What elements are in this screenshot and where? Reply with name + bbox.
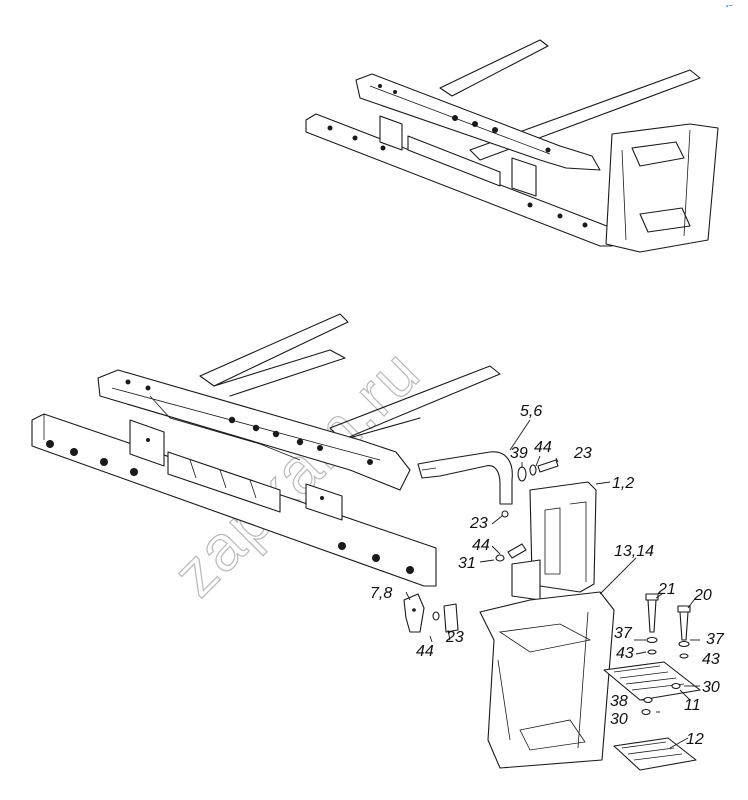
- callout-7-8: 7,8: [370, 585, 392, 602]
- callout-37-right: 37: [706, 631, 725, 648]
- callout-44-upper: 44: [534, 439, 552, 456]
- callout-labels: 5,6 39 44 23 1,2 23 44 31 13,14 7,8 23 4…: [370, 403, 725, 748]
- callout-30-right: 30: [702, 679, 720, 696]
- corner-mark: ⸗~: [726, 3, 732, 10]
- callout-23-upper: 23: [573, 445, 592, 462]
- callout-23-lower: 23: [445, 629, 464, 646]
- callout-43-left: 43: [616, 645, 634, 662]
- callout-43-right: 43: [702, 651, 720, 668]
- callout-11: 11: [684, 697, 701, 714]
- callout-13-14: 13,14: [614, 543, 654, 560]
- callout-12: 12: [686, 731, 704, 748]
- callout-23-middle: 23: [469, 515, 488, 532]
- callout-21: 21: [657, 581, 676, 598]
- leader-lines: [405, 419, 700, 749]
- callout-1-2: 1,2: [612, 475, 634, 492]
- callout-44-middle: 44: [472, 537, 490, 554]
- callout-5-6: 5,6: [520, 403, 542, 420]
- overview-assembly: [305, 39, 719, 253]
- callout-37-left: 37: [614, 625, 633, 642]
- callout-31: 31: [458, 555, 476, 572]
- callout-38: 38: [610, 693, 628, 710]
- callout-39: 39: [510, 445, 528, 462]
- callout-20: 20: [693, 587, 712, 604]
- main-assembly: [31, 313, 701, 771]
- callout-44-lower: 44: [416, 643, 434, 660]
- callout-30-left: 30: [610, 711, 628, 728]
